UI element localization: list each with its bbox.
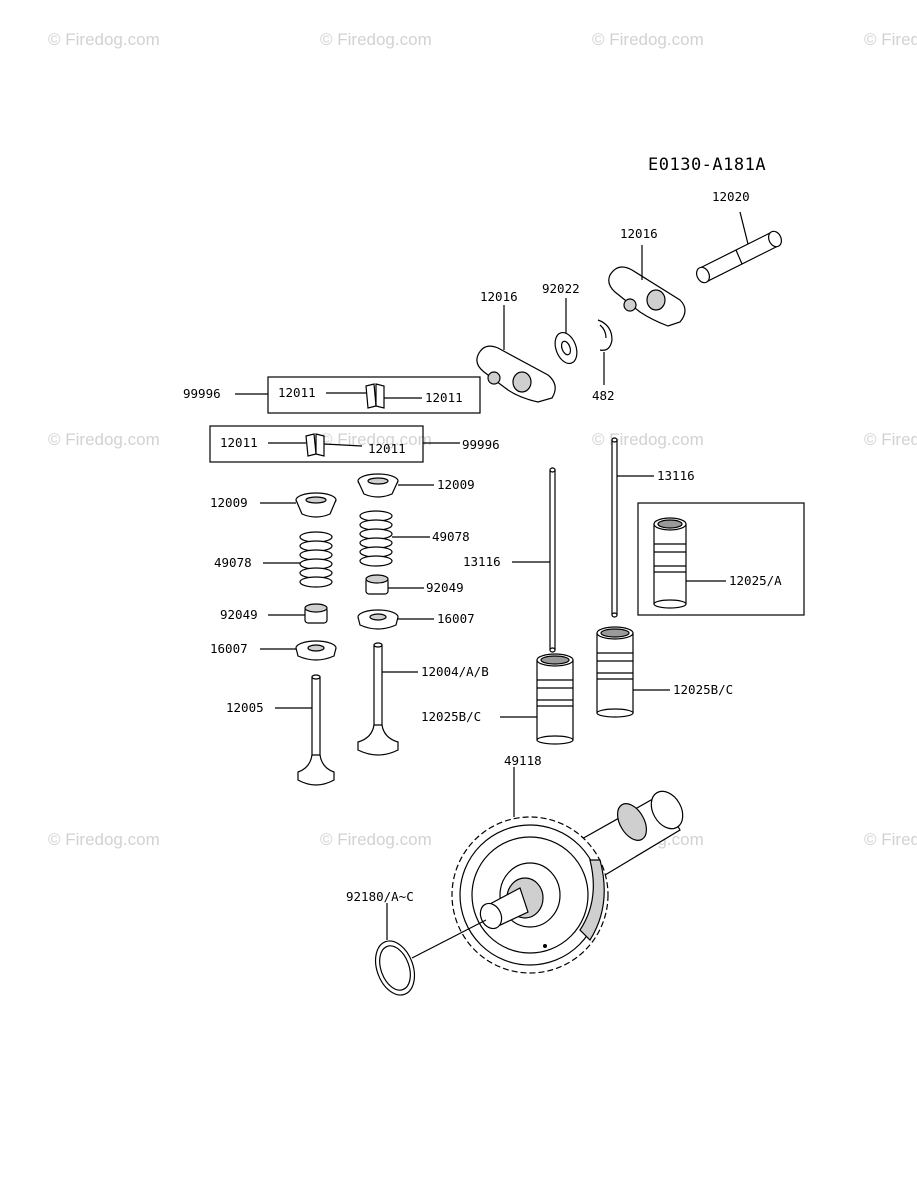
spring-retainer-right: [357, 473, 399, 498]
label-49078-left: 49078: [214, 555, 252, 570]
watermark: © Firedog.com: [48, 430, 160, 449]
kit-box-99996-bottom: [209, 425, 424, 463]
valve-keeper-top: [365, 383, 385, 409]
watermark: © Firedog.com: [592, 30, 704, 49]
spring-retainer-left: [295, 492, 337, 518]
label-12009-right: 12009: [437, 477, 475, 492]
label-12009-left: 12009: [210, 495, 248, 510]
label-13116-center: 13116: [463, 554, 501, 569]
label-92180: 92180/A~C: [346, 889, 414, 904]
valve-spring-right: [359, 510, 393, 567]
diagram-code: E0130-A181A: [648, 155, 766, 175]
label-92022: 92022: [542, 281, 580, 296]
thrust-shim: [374, 940, 416, 996]
kit-box-99996-top: [267, 376, 481, 414]
stem-seal-left: [304, 603, 328, 624]
label-12011-c: 12011: [220, 435, 258, 450]
valve-spring-left: [299, 531, 333, 588]
circlip: [597, 319, 613, 385]
label-12005: 12005: [226, 700, 264, 715]
tappet-right: [596, 626, 634, 718]
push-rod-right: [611, 437, 618, 618]
tappet-12025A: [653, 517, 687, 609]
watermark: © Firedog.com: [592, 430, 704, 449]
rocker-arm-lower: [476, 305, 556, 403]
watermark: © Firedog.com: [320, 30, 432, 49]
label-12016-lower: 12016: [480, 289, 518, 304]
stem-seal-right: [365, 574, 389, 595]
valve-keeper-bottom: [305, 433, 325, 457]
kit-box-12025A: [637, 502, 805, 616]
watermark-layer: © Firedog.com © Firedog.com © Firedog.co…: [48, 30, 917, 849]
rocker-arm-upper: [608, 245, 686, 327]
label-13116-right: 13116: [657, 468, 695, 483]
label-12011-b: 12011: [425, 390, 463, 405]
label-49078-right: 49078: [432, 529, 470, 544]
intake-valve: [357, 642, 399, 756]
spring-seat-left: [295, 640, 337, 661]
label-12020: 12020: [712, 189, 750, 204]
watermark: © Firedog.com: [320, 830, 432, 849]
watermark: © Firedog.com: [320, 430, 432, 449]
watermark: © Firedog.com: [48, 830, 160, 849]
label-12016-upper: 12016: [620, 226, 658, 241]
label-99996-top: 99996: [183, 386, 221, 401]
spring-seat-right: [357, 609, 399, 630]
camshaft-gear: [451, 790, 684, 974]
watermark: © Firedog.com: [48, 30, 160, 49]
watermark: © Firedog.com: [864, 830, 917, 849]
watermark: © Firedog.com: [864, 30, 917, 49]
push-rod-center: [549, 467, 556, 653]
label-49118: 49118: [504, 753, 542, 768]
label-12004: 12004/A/B: [421, 664, 489, 679]
label-12011-a: 12011: [278, 385, 316, 400]
label-92049-left: 92049: [220, 607, 258, 622]
watermark: © Firedog.com: [864, 430, 917, 449]
label-12025BC-center: 12025B/C: [421, 709, 481, 724]
label-482: 482: [592, 388, 615, 403]
label-16007-right: 16007: [437, 611, 475, 626]
exhaust-valve: [297, 674, 335, 786]
rocker-shaft: [695, 211, 783, 284]
washer: [554, 298, 578, 365]
label-16007-left: 16007: [210, 641, 248, 656]
tappet-center: [536, 653, 574, 745]
label-92049-right: 92049: [426, 580, 464, 595]
label-12011-d: 12011: [368, 441, 406, 456]
label-12025BC-right: 12025B/C: [673, 682, 733, 697]
label-12025A: 12025/A: [729, 573, 782, 588]
label-99996-bottom: 99996: [462, 437, 500, 452]
